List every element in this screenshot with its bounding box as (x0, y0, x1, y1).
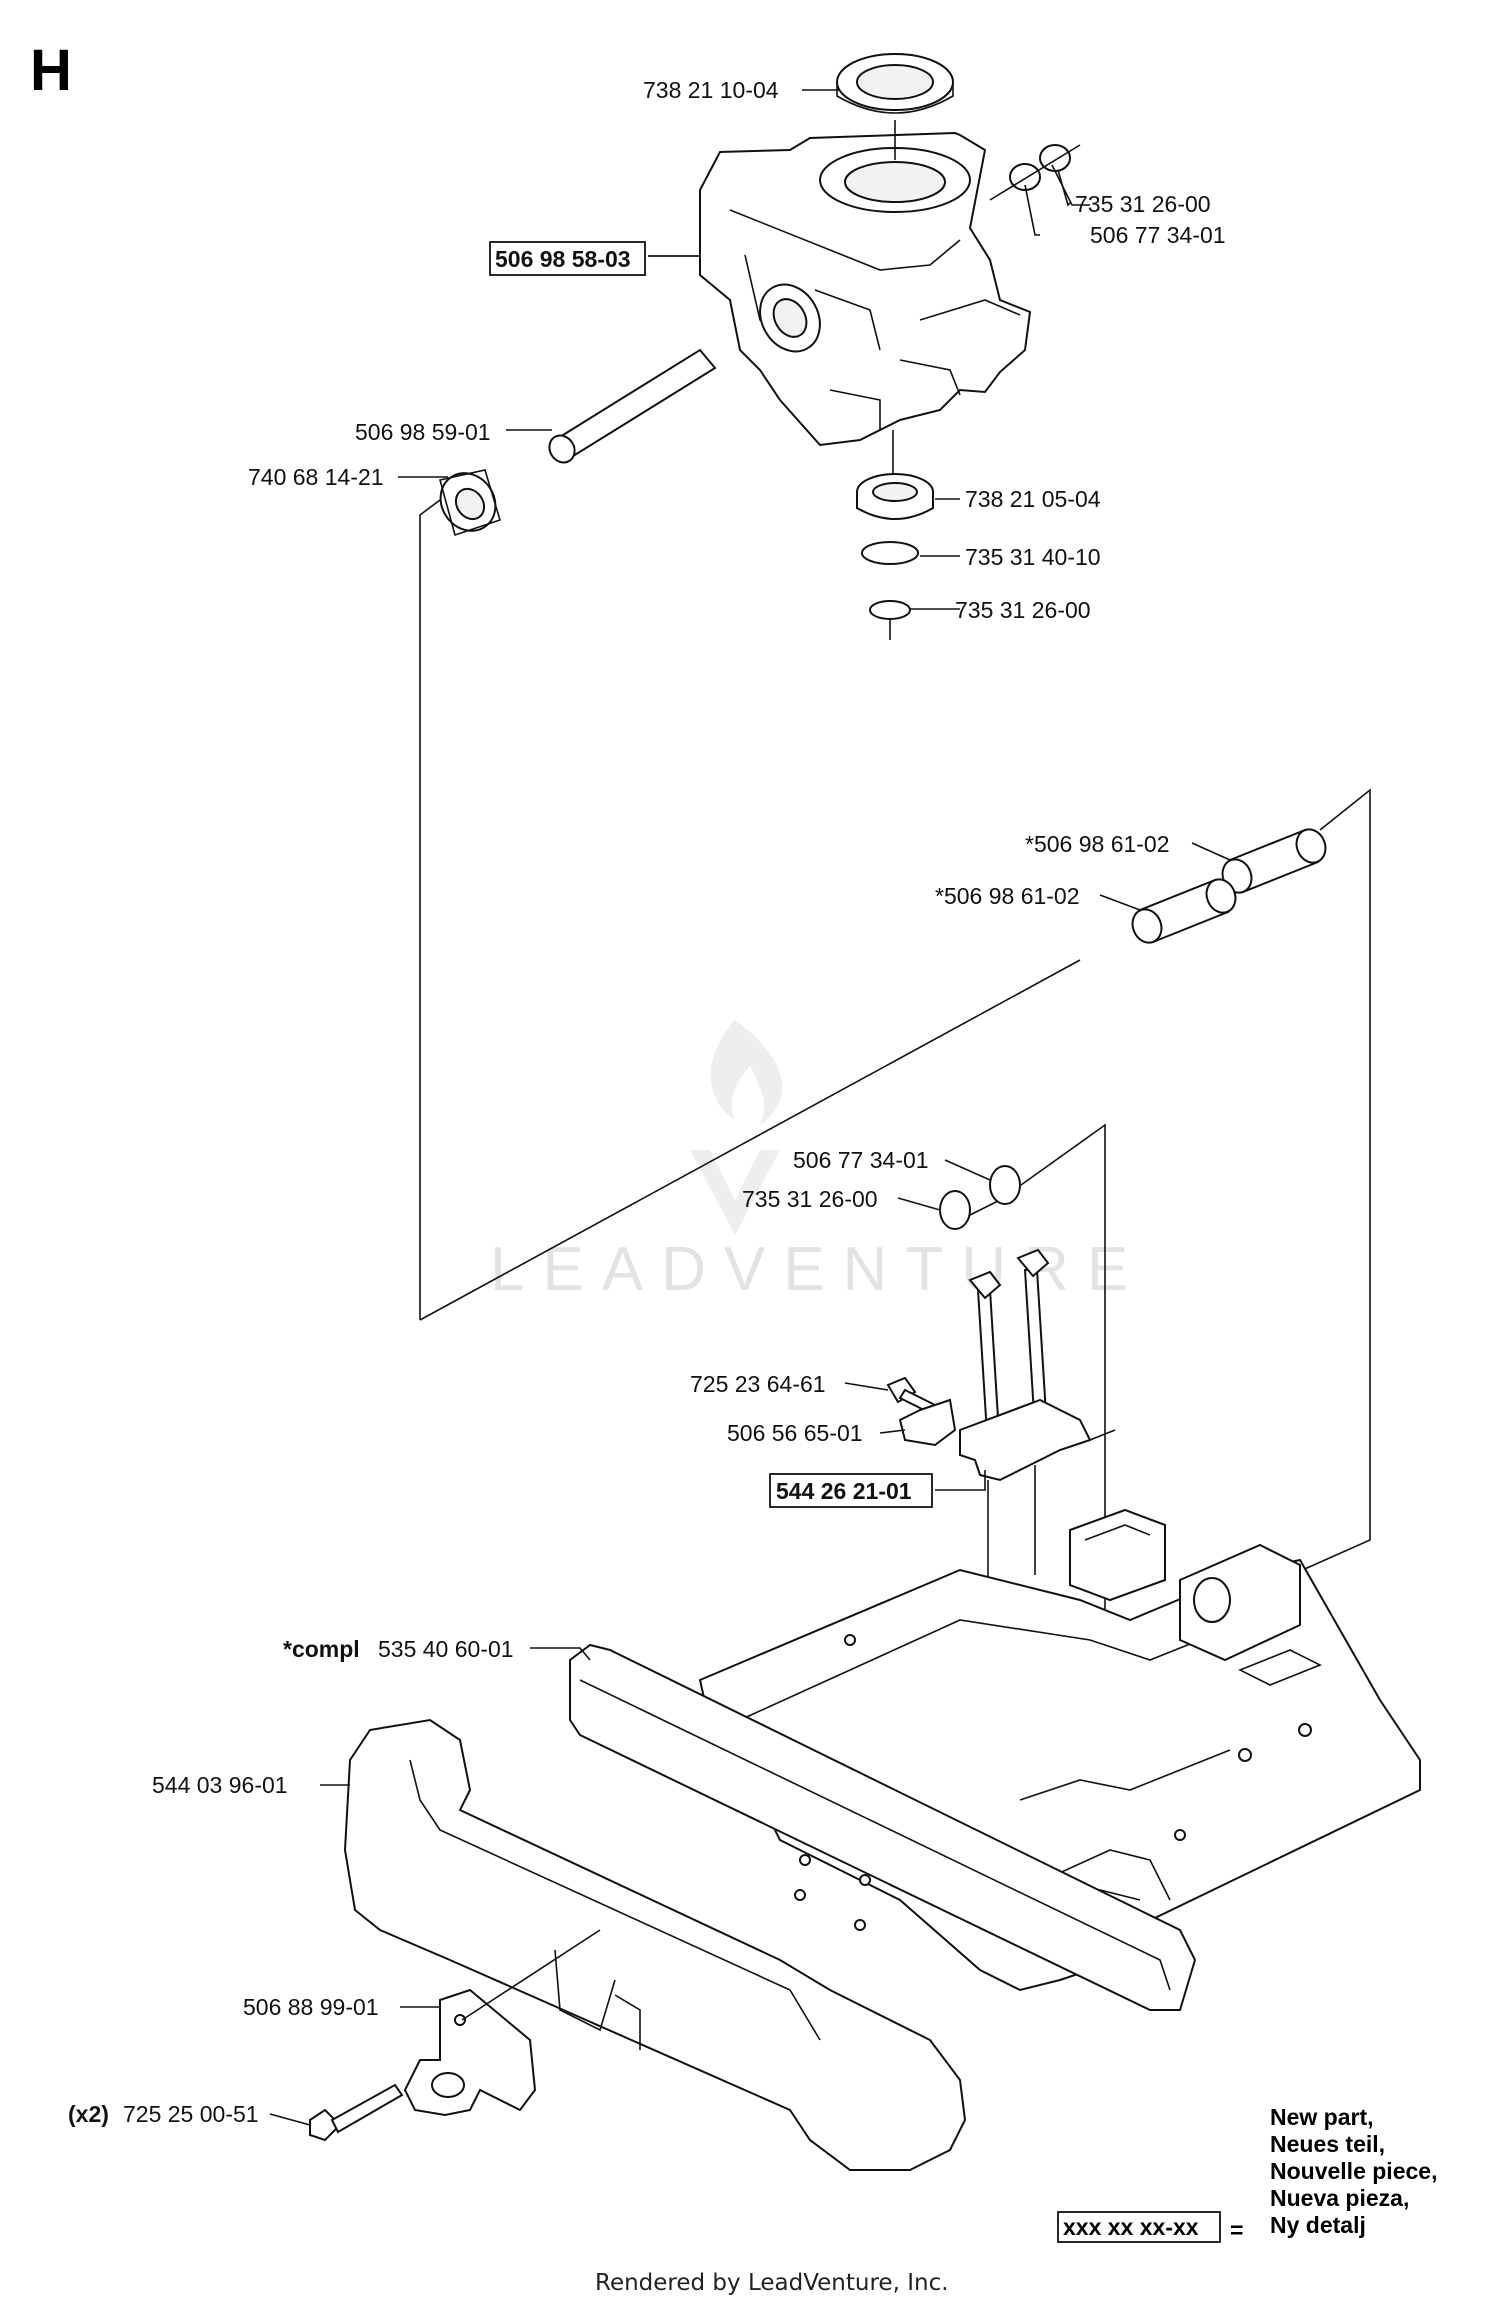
spindle-housing-drawing (439, 53, 1081, 640)
frame-drawing (309, 1508, 1421, 2171)
svg-text:544 26 21-01: 544 26 21-01 (776, 1478, 912, 1504)
axle-shaft (553, 348, 717, 460)
part-label-506-77-34-01-mid: 506 77 34-01 (793, 1147, 929, 1173)
part-labels: 738 21 10-04 735 31 26-00 506 77 34-01 5… (68, 77, 1226, 2127)
part-label-735-31-26-00-mid: 735 31 26-00 (742, 1186, 878, 1212)
bushings-drawing (419, 499, 1371, 1661)
frame-block-left (1069, 1508, 1166, 1602)
part-label-735-31-26-00-lower: 735 31 26-00 (955, 597, 1091, 623)
legend-equals: = (1230, 2217, 1243, 2243)
part-label-738-21-10-04: 738 21 10-04 (643, 77, 779, 103)
part-label-506-98-61-02-a: *506 98 61-02 (1025, 831, 1170, 857)
legend-line-2: Neues teil, (1270, 2131, 1385, 2157)
frame-block-right (1179, 1543, 1301, 1662)
assembly-line-right (1279, 788, 1371, 1581)
part-label-735-31-26-00-top: 735 31 26-00 (1075, 191, 1211, 217)
legend-line-5: Ny detalj (1270, 2212, 1366, 2238)
svg-text:535 40 60-01: 535 40 60-01 (378, 1636, 514, 1662)
spindle-housing (699, 131, 1032, 447)
part-label-544-26-21-01: 544 26 21-01 (769, 1473, 933, 1508)
hitch-plate (403, 1988, 537, 2117)
section-letter: H (30, 38, 72, 103)
legend-box (1057, 2211, 1221, 2243)
part-label-506-98-61-02-b: *506 98 61-02 (935, 883, 1080, 909)
part-label-738-21-05-04: 738 21 05-04 (965, 486, 1101, 512)
new-part-box (769, 1473, 933, 1508)
part-label-735-31-40-10: 735 31 40-10 (965, 544, 1101, 570)
legend-box-text: xxx xx xx-xx (1063, 2214, 1199, 2240)
legend: New part, Neues teil, Nouvelle piece, Nu… (1057, 2104, 1437, 2243)
part-label-740-68-14-21: 740 68 14-21 (248, 464, 384, 490)
svg-text:*compl: *compl (283, 1636, 360, 1662)
middle-ring-b (939, 1190, 971, 1230)
snap-ring-lower (869, 600, 911, 620)
part-label-506-88-99-01: 506 88 99-01 (243, 1994, 379, 2020)
watermark: LEADVENTURE (490, 1020, 1146, 1304)
legend-line-1: New part, (1270, 2104, 1374, 2130)
svg-text:506 98 58-03: 506 98 58-03 (495, 246, 631, 272)
part-label-544-03-96-01: 544 03 96-01 (152, 1772, 288, 1798)
leader-lines (269, 89, 1231, 2126)
part-label-725-25-00-51: (x2) 725 25 00-51 (68, 2101, 259, 2127)
flame-logo-icon (710, 1020, 783, 1125)
legend-line-3: Nouvelle piece, (1270, 2158, 1437, 2184)
part-label-535-40-60-01: *compl 535 40 60-01 (283, 1636, 514, 1662)
hitch-bolt (309, 2083, 404, 2142)
watermark-text: LEADVENTURE (490, 1235, 1146, 1304)
assembly-line-left (419, 499, 441, 1320)
svg-text:725 25 00-51: 725 25 00-51 (123, 2101, 259, 2127)
footer-credit: Rendered by LeadVenture, Inc. (595, 2270, 949, 2296)
mounting-bracket (959, 1398, 1092, 1482)
front-beam (569, 1643, 1197, 2011)
cable-clamp (898, 1398, 957, 1447)
svg-text:(x2): (x2) (68, 2101, 109, 2127)
bumper (343, 1718, 967, 2171)
legend-line-4: Nueva pieza, (1270, 2185, 1409, 2211)
snap-ring-upper (861, 541, 919, 565)
v-logo-icon (690, 1150, 780, 1235)
part-label-506-98-59-01: 506 98 59-01 (355, 419, 491, 445)
part-label-725-23-64-61: 725 23 64-61 (690, 1371, 826, 1397)
part-label-506-98-58-03: 506 98 58-03 (489, 241, 646, 276)
part-label-506-56-65-01: 506 56 65-01 (727, 1420, 863, 1446)
part-label-506-77-34-01-top: 506 77 34-01 (1090, 222, 1226, 248)
middle-ring-a (989, 1165, 1021, 1205)
new-part-box (489, 241, 646, 276)
